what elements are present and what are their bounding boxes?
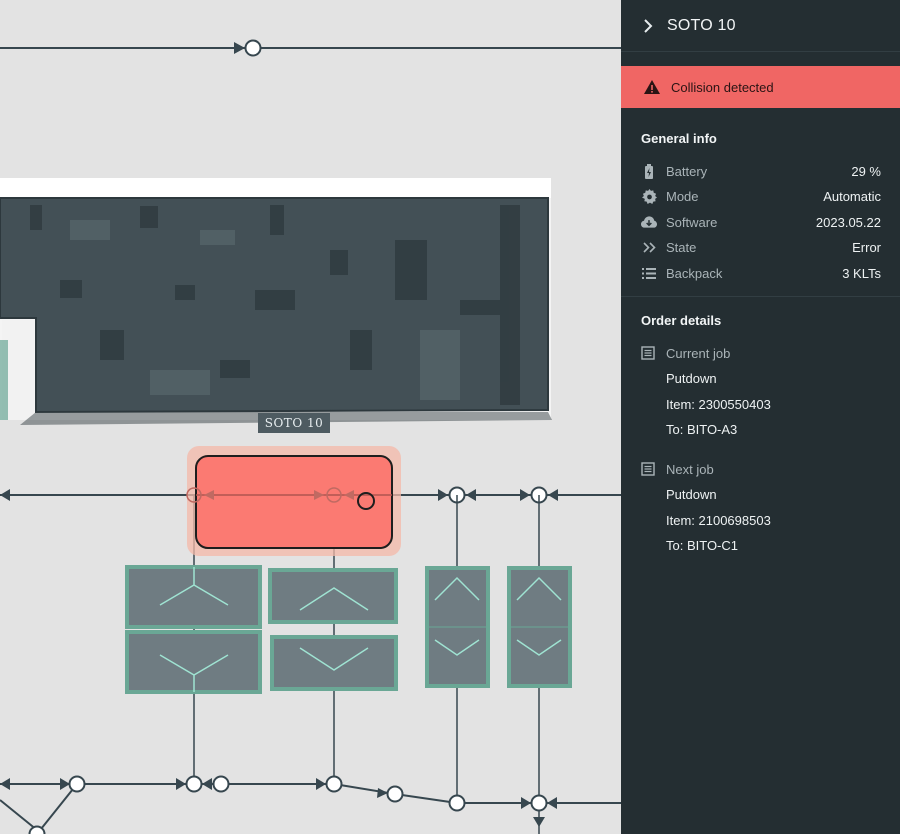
current-job-action: Putdown bbox=[666, 371, 717, 386]
rack-d bbox=[507, 566, 572, 688]
robot-body bbox=[195, 455, 393, 549]
path-node[interactable] bbox=[212, 775, 230, 793]
gear-icon bbox=[641, 188, 657, 204]
software-value: 2023.05.22 bbox=[815, 214, 881, 230]
current-job-header: Current job bbox=[641, 345, 730, 361]
battery-icon bbox=[641, 163, 657, 179]
mode-value: Automatic bbox=[823, 188, 881, 204]
info-row-backpack: Backpack 3 KLTs bbox=[641, 263, 881, 283]
path-node[interactable] bbox=[325, 775, 343, 793]
path-node[interactable] bbox=[68, 775, 86, 793]
path-node[interactable] bbox=[530, 794, 548, 812]
document-icon bbox=[641, 461, 657, 477]
next-job-label: Next job bbox=[666, 461, 714, 477]
robot-soto-10[interactable] bbox=[186, 446, 401, 556]
robot-heading-marker bbox=[357, 492, 375, 510]
cloud-download-icon bbox=[641, 214, 657, 230]
rack-c bbox=[425, 566, 490, 688]
robot-name-title: SOTO 10 bbox=[667, 16, 736, 34]
chevron-right-icon[interactable] bbox=[643, 18, 653, 33]
general-info-title: General info bbox=[641, 131, 717, 146]
info-row-software: Software 2023.05.22 bbox=[641, 212, 881, 232]
path-node[interactable] bbox=[386, 785, 404, 803]
order-details-title: Order details bbox=[641, 313, 722, 328]
next-job-item: Item: 2100698503 bbox=[666, 513, 771, 528]
section-divider bbox=[621, 296, 900, 297]
info-row-mode: Mode Automatic bbox=[641, 186, 881, 206]
current-job-label: Current job bbox=[666, 345, 731, 361]
next-job-destination: To: BITO-C1 bbox=[666, 538, 739, 553]
path-node[interactable] bbox=[185, 775, 203, 793]
path-node[interactable] bbox=[448, 794, 466, 812]
state-value: Error bbox=[852, 239, 881, 255]
next-job-action: Putdown bbox=[666, 487, 717, 502]
backpack-value: 3 KLTs bbox=[842, 265, 881, 281]
warehouse-map[interactable]: SOTO 10 bbox=[0, 0, 621, 834]
document-icon bbox=[641, 345, 657, 361]
path-top bbox=[0, 39, 621, 57]
panel-header: SOTO 10 bbox=[621, 0, 900, 52]
path-bottom bbox=[0, 775, 621, 834]
double-chevron-icon bbox=[641, 239, 657, 255]
current-job-destination: To: BITO-A3 bbox=[666, 422, 738, 437]
collision-alert: Collision detected bbox=[621, 66, 900, 108]
obstacle-block bbox=[0, 197, 552, 425]
current-job-item: Item: 2300550403 bbox=[666, 397, 771, 412]
path-node[interactable] bbox=[244, 39, 262, 57]
next-job-header: Next job bbox=[641, 461, 714, 477]
alert-text: Collision detected bbox=[671, 79, 774, 95]
robot-detail-panel: SOTO 10 Collision detected General info … bbox=[621, 0, 900, 834]
warning-icon bbox=[644, 80, 660, 94]
info-row-state: State Error bbox=[641, 237, 881, 257]
storage-racks bbox=[125, 565, 572, 694]
map-canvas[interactable] bbox=[0, 0, 621, 834]
map-white-band bbox=[0, 178, 551, 198]
list-icon bbox=[641, 265, 657, 281]
rack-a bbox=[125, 565, 262, 694]
rack-b bbox=[268, 568, 398, 691]
info-row-battery: Battery 29 % bbox=[641, 161, 881, 181]
path-node[interactable] bbox=[28, 825, 46, 834]
robot-map-label[interactable]: SOTO 10 bbox=[258, 413, 330, 433]
battery-value: 29 % bbox=[851, 163, 881, 179]
